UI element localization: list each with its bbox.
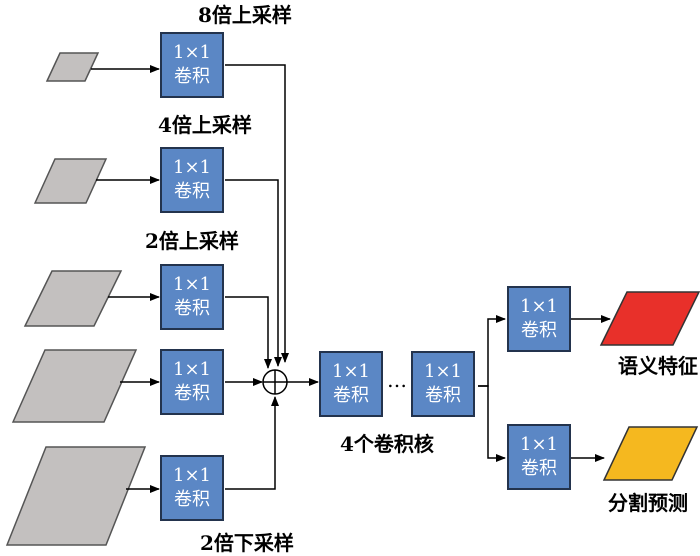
feature-map-1 [45, 52, 100, 82]
conv-block-1: 1×1 卷积 [160, 32, 224, 98]
path-upsample-2x [225, 296, 272, 369]
branch-upper [478, 315, 506, 387]
ellipsis: … [387, 368, 407, 392]
conv-block-segmentation-head: 1×1 卷积 [507, 424, 571, 490]
path-downsample-2x [225, 396, 279, 490]
label-upsample-4x: 4倍上采样 [158, 113, 252, 137]
conv-line2: 卷积 [425, 385, 461, 406]
label-upsample-2x: 2倍上采样 [145, 229, 239, 253]
conv-line2: 卷积 [521, 458, 557, 479]
conv-line1: 1×1 [173, 359, 211, 380]
path-upsample-4x [225, 179, 282, 367]
label-upsample-8x: 8倍上采样 [198, 3, 292, 27]
conv-line1: 1×1 [173, 274, 211, 295]
conv-block-middle-4: 1×1 卷积 [411, 351, 475, 417]
conv-line1: 1×1 [520, 434, 558, 455]
conv-line2: 卷积 [521, 320, 557, 341]
branch-lower [478, 385, 506, 462]
conv-line1: 1×1 [332, 361, 370, 382]
conv-line2: 卷积 [174, 383, 210, 404]
conv-block-2: 1×1 卷积 [160, 147, 224, 213]
conv-line1: 1×1 [173, 157, 211, 178]
segmentation-map [602, 426, 699, 481]
conv-line1: 1×1 [520, 296, 558, 317]
label-downsample-2x: 2倍下采样 [200, 531, 294, 555]
feature-map-5 [5, 446, 147, 546]
conv-line2: 卷积 [174, 298, 210, 319]
sum-node [262, 369, 288, 395]
conv-block-semantic-head: 1×1 卷积 [507, 286, 571, 352]
label-four-kernels: 4个卷积核 [340, 432, 434, 456]
conv-block-5: 1×1 卷积 [160, 455, 224, 521]
label-segmentation-prediction: 分割预测 [608, 491, 688, 515]
feature-map-4 [11, 349, 138, 423]
conv-line2: 卷积 [333, 385, 369, 406]
conv-line1: 1×1 [424, 361, 462, 382]
feature-map-3 [23, 270, 123, 327]
conv-line2: 卷积 [174, 489, 210, 510]
conv-line1: 1×1 [173, 465, 211, 486]
conv-block-3: 1×1 卷积 [160, 264, 224, 330]
semantic-feature-map [599, 291, 700, 346]
conv-line2: 卷积 [174, 66, 210, 87]
feature-map-2 [33, 158, 108, 204]
conv-block-middle-1: 1×1 卷积 [319, 351, 383, 417]
path-upsample-8x [225, 64, 289, 363]
conv-block-4: 1×1 卷积 [160, 349, 224, 415]
conv-line2: 卷积 [174, 181, 210, 202]
label-semantic-features: 语义特征 [618, 354, 698, 378]
conv-line1: 1×1 [173, 42, 211, 63]
